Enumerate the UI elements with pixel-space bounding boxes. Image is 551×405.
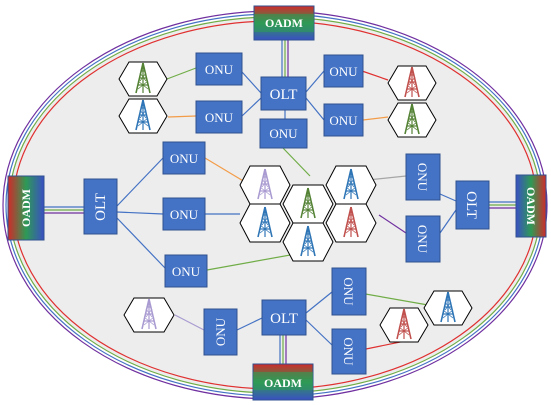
onu-right-lower: ONU xyxy=(405,215,441,263)
onu-label: ONU xyxy=(172,264,201,279)
onu-bottom-left: ONU xyxy=(203,308,238,356)
onu-top-right-upper: ONU xyxy=(323,54,364,88)
onu-label: ONU xyxy=(415,163,430,192)
onu-bottom-right-lower: ONU xyxy=(331,328,367,375)
onu-label: ONU xyxy=(341,277,356,306)
olt-right: OLT xyxy=(455,180,490,230)
olt-left-label: OLT xyxy=(93,193,109,221)
onu-left-middle: ONU xyxy=(162,197,206,231)
onu-top-left-lower: ONU xyxy=(195,100,243,134)
onu-label: ONU xyxy=(329,64,358,79)
onu-top-right-lower: ONU xyxy=(323,103,364,137)
onu-label: ONU xyxy=(170,207,199,222)
onu-label: ONU xyxy=(170,151,199,166)
onu-top-center: ONU xyxy=(259,118,308,149)
onu-left-lower: ONU xyxy=(164,254,208,288)
oadm-right: OADM xyxy=(515,174,547,238)
onu-label: ONU xyxy=(213,317,228,346)
oadm-right-label: OADM xyxy=(524,187,538,225)
onu-label: ONU xyxy=(329,113,358,128)
olt-left: OLT xyxy=(83,178,118,235)
oadm-top: OADM xyxy=(253,5,315,41)
olt-bottom-label: OLT xyxy=(270,311,298,327)
onu-label: ONU xyxy=(205,110,234,125)
oadm-bottom-label: OADM xyxy=(264,376,302,390)
onu-label: ONU xyxy=(205,62,234,77)
oadm-top-label: OADM xyxy=(265,16,303,30)
onu-top-left-upper: ONU xyxy=(195,52,243,86)
oadm-left: OADM xyxy=(7,175,45,241)
oadm-bottom: OADM xyxy=(252,363,314,401)
olt-bottom: OLT xyxy=(261,299,307,336)
oadm-left-label: OADM xyxy=(19,189,33,227)
onu-right-upper: ONU xyxy=(405,153,441,201)
olt-right-label: OLT xyxy=(463,191,479,219)
onu-left-upper: ONU xyxy=(162,141,206,175)
olt-onu-links xyxy=(116,70,457,346)
onu-label: ONU xyxy=(415,225,430,254)
onu-label: ONU xyxy=(341,337,356,366)
onu-bottom-right-upper: ONU xyxy=(331,267,367,316)
oadm-olt-links xyxy=(44,40,516,364)
onu-label: ONU xyxy=(269,126,298,141)
olt-top: OLT xyxy=(260,76,307,111)
olt-top-label: OLT xyxy=(270,87,298,103)
